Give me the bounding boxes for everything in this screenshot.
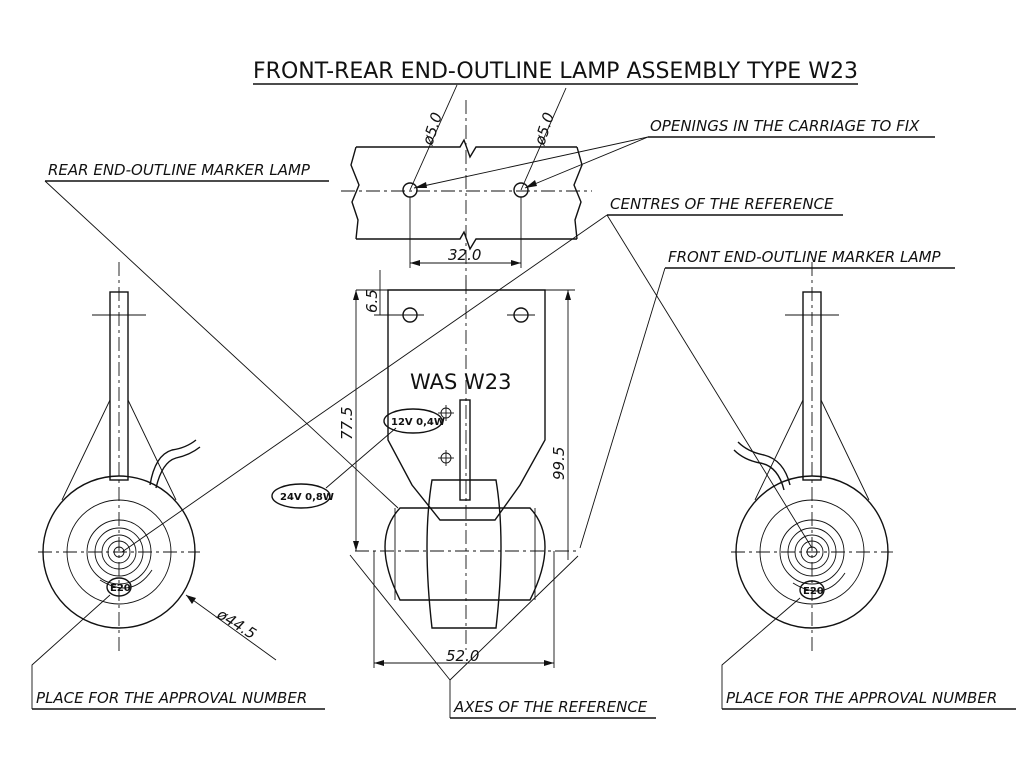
drawing-title: FRONT-REAR END-OUTLINE LAMP ASSEMBLY TYP…	[253, 59, 858, 84]
dim-top-offset: 6.5	[363, 289, 381, 313]
rating-badge-24v	[271, 483, 331, 509]
lamp-side-view-left	[38, 262, 277, 661]
product-marking: WAS W23	[410, 370, 511, 394]
label-front-lamp: FRONT END-OUTLINE MARKER LAMP	[668, 248, 942, 266]
dim-hole-left: ø5.0	[418, 110, 446, 148]
dim-height-left: 77.5	[338, 407, 356, 440]
carriage-plate	[341, 84, 592, 290]
rating-24v-text: 24V 0,8W	[280, 492, 334, 503]
dim-width: 52.0	[446, 647, 479, 665]
approval-mark-right: E20	[803, 586, 824, 597]
dim-diameter: ø44.5	[213, 605, 259, 643]
label-centres: CENTRES OF THE REFERENCE	[610, 195, 834, 213]
dim-height-right: 99.5	[550, 447, 568, 480]
dim-hole-spacing: 32.0	[448, 246, 481, 264]
dim-hole-right: ø5.0	[530, 110, 558, 148]
label-axes: AXES OF THE REFERENCE	[453, 698, 648, 716]
label-approval-right: PLACE FOR THE APPROVAL NUMBER	[726, 689, 997, 707]
lamp-side-view-right	[731, 262, 893, 652]
lamp-front-view	[355, 280, 580, 650]
label-rear-lamp: REAR END-OUTLINE MARKER LAMP	[48, 161, 311, 179]
label-approval-left: PLACE FOR THE APPROVAL NUMBER	[36, 689, 307, 707]
rating-badge-12v	[383, 408, 443, 434]
rating-12v-text: 12V 0,4W	[391, 417, 445, 428]
label-openings: OPENINGS IN THE CARRIAGE TO FIX	[650, 117, 920, 135]
approval-mark-left: E20	[110, 583, 131, 594]
dimension-lines	[353, 270, 575, 668]
